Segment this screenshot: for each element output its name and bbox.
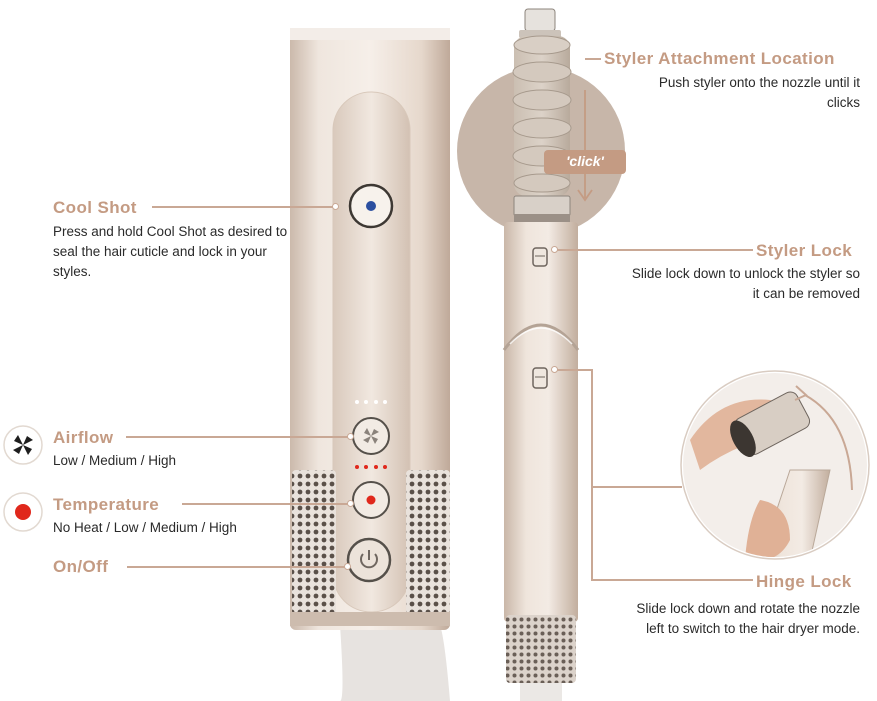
on-off-dot: [344, 563, 351, 570]
styler-lock-line: [556, 249, 753, 251]
airflow-desc: Low / Medium / High: [53, 453, 177, 468]
styler-lock-desc: Slide lock down to unlock the styler so …: [631, 266, 860, 301]
on-off-line: [127, 566, 347, 568]
power-icon: [360, 550, 378, 569]
styler-attachment-line: [585, 58, 601, 60]
temperature-title: Temperature: [53, 495, 160, 514]
styler-lock-dot: [551, 246, 558, 253]
hinge-lock-line-circle: [592, 486, 682, 488]
on-off-title: On/Off: [53, 557, 109, 576]
styler-attachment-title: Styler Attachment Location: [604, 49, 835, 68]
hinge-lock-line-h2: [591, 579, 753, 581]
hinge-lock-title: Hinge Lock: [756, 572, 852, 591]
fan-icon: [363, 428, 379, 444]
cool-shot-dot: [332, 203, 339, 210]
hinge-lock-desc: Slide lock down and rotate the nozzle le…: [636, 601, 860, 636]
airflow-line: [126, 436, 350, 438]
cool-shot-desc: Press and hold Cool Shot as desired to s…: [53, 224, 288, 279]
styler-attachment-desc: Push styler onto the nozzle until it cli…: [658, 75, 860, 110]
temperature-line: [182, 503, 350, 505]
cool-shot-line: [152, 206, 335, 208]
hinge-lock-line-h1: [556, 369, 592, 371]
hinge-lock-line-v: [591, 369, 593, 580]
styler-lock-slider: [532, 247, 548, 267]
airflow-dot: [347, 433, 354, 440]
airflow-title: Airflow: [53, 428, 114, 447]
cool-shot-indicator: [366, 201, 376, 211]
hinge-lock-dot: [551, 366, 558, 373]
styler-lock-title: Styler Lock: [756, 241, 853, 260]
red-dot-icon: [15, 504, 31, 520]
temperature-dot: [347, 500, 354, 507]
hinge-lock-slider: [532, 367, 548, 389]
click-label: 'click': [566, 153, 604, 169]
cool-shot-title: Cool Shot: [53, 198, 137, 217]
temperature-desc: No Heat / Low / Medium / High: [53, 520, 237, 535]
